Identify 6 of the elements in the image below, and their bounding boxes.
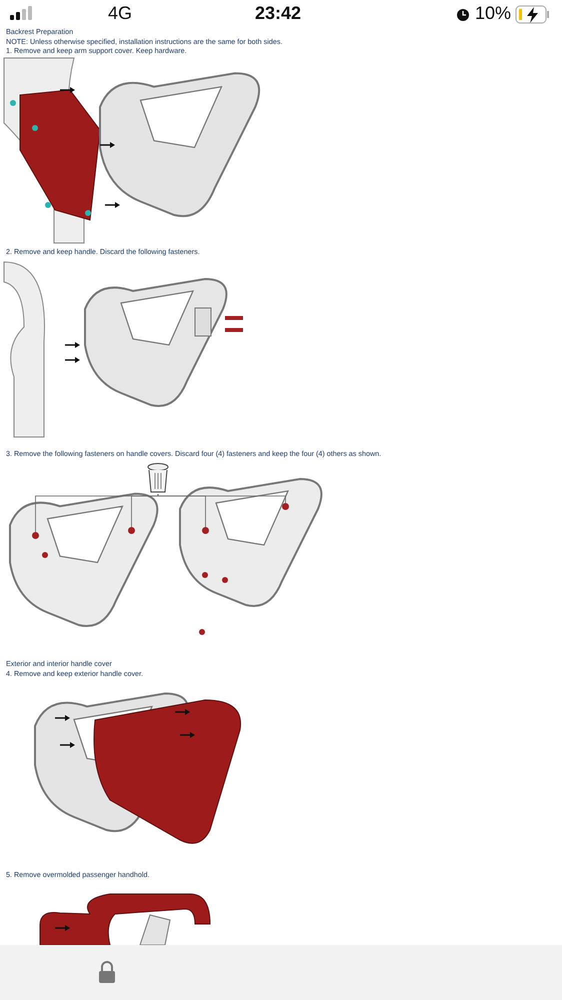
- status-network: 4G: [108, 3, 132, 24]
- battery-percent: 10%: [475, 3, 512, 24]
- trash-can-icon: [146, 462, 170, 494]
- clock-time: 23:42: [255, 3, 302, 24]
- leader-line: [158, 494, 286, 504]
- leader-line: [131, 494, 158, 528]
